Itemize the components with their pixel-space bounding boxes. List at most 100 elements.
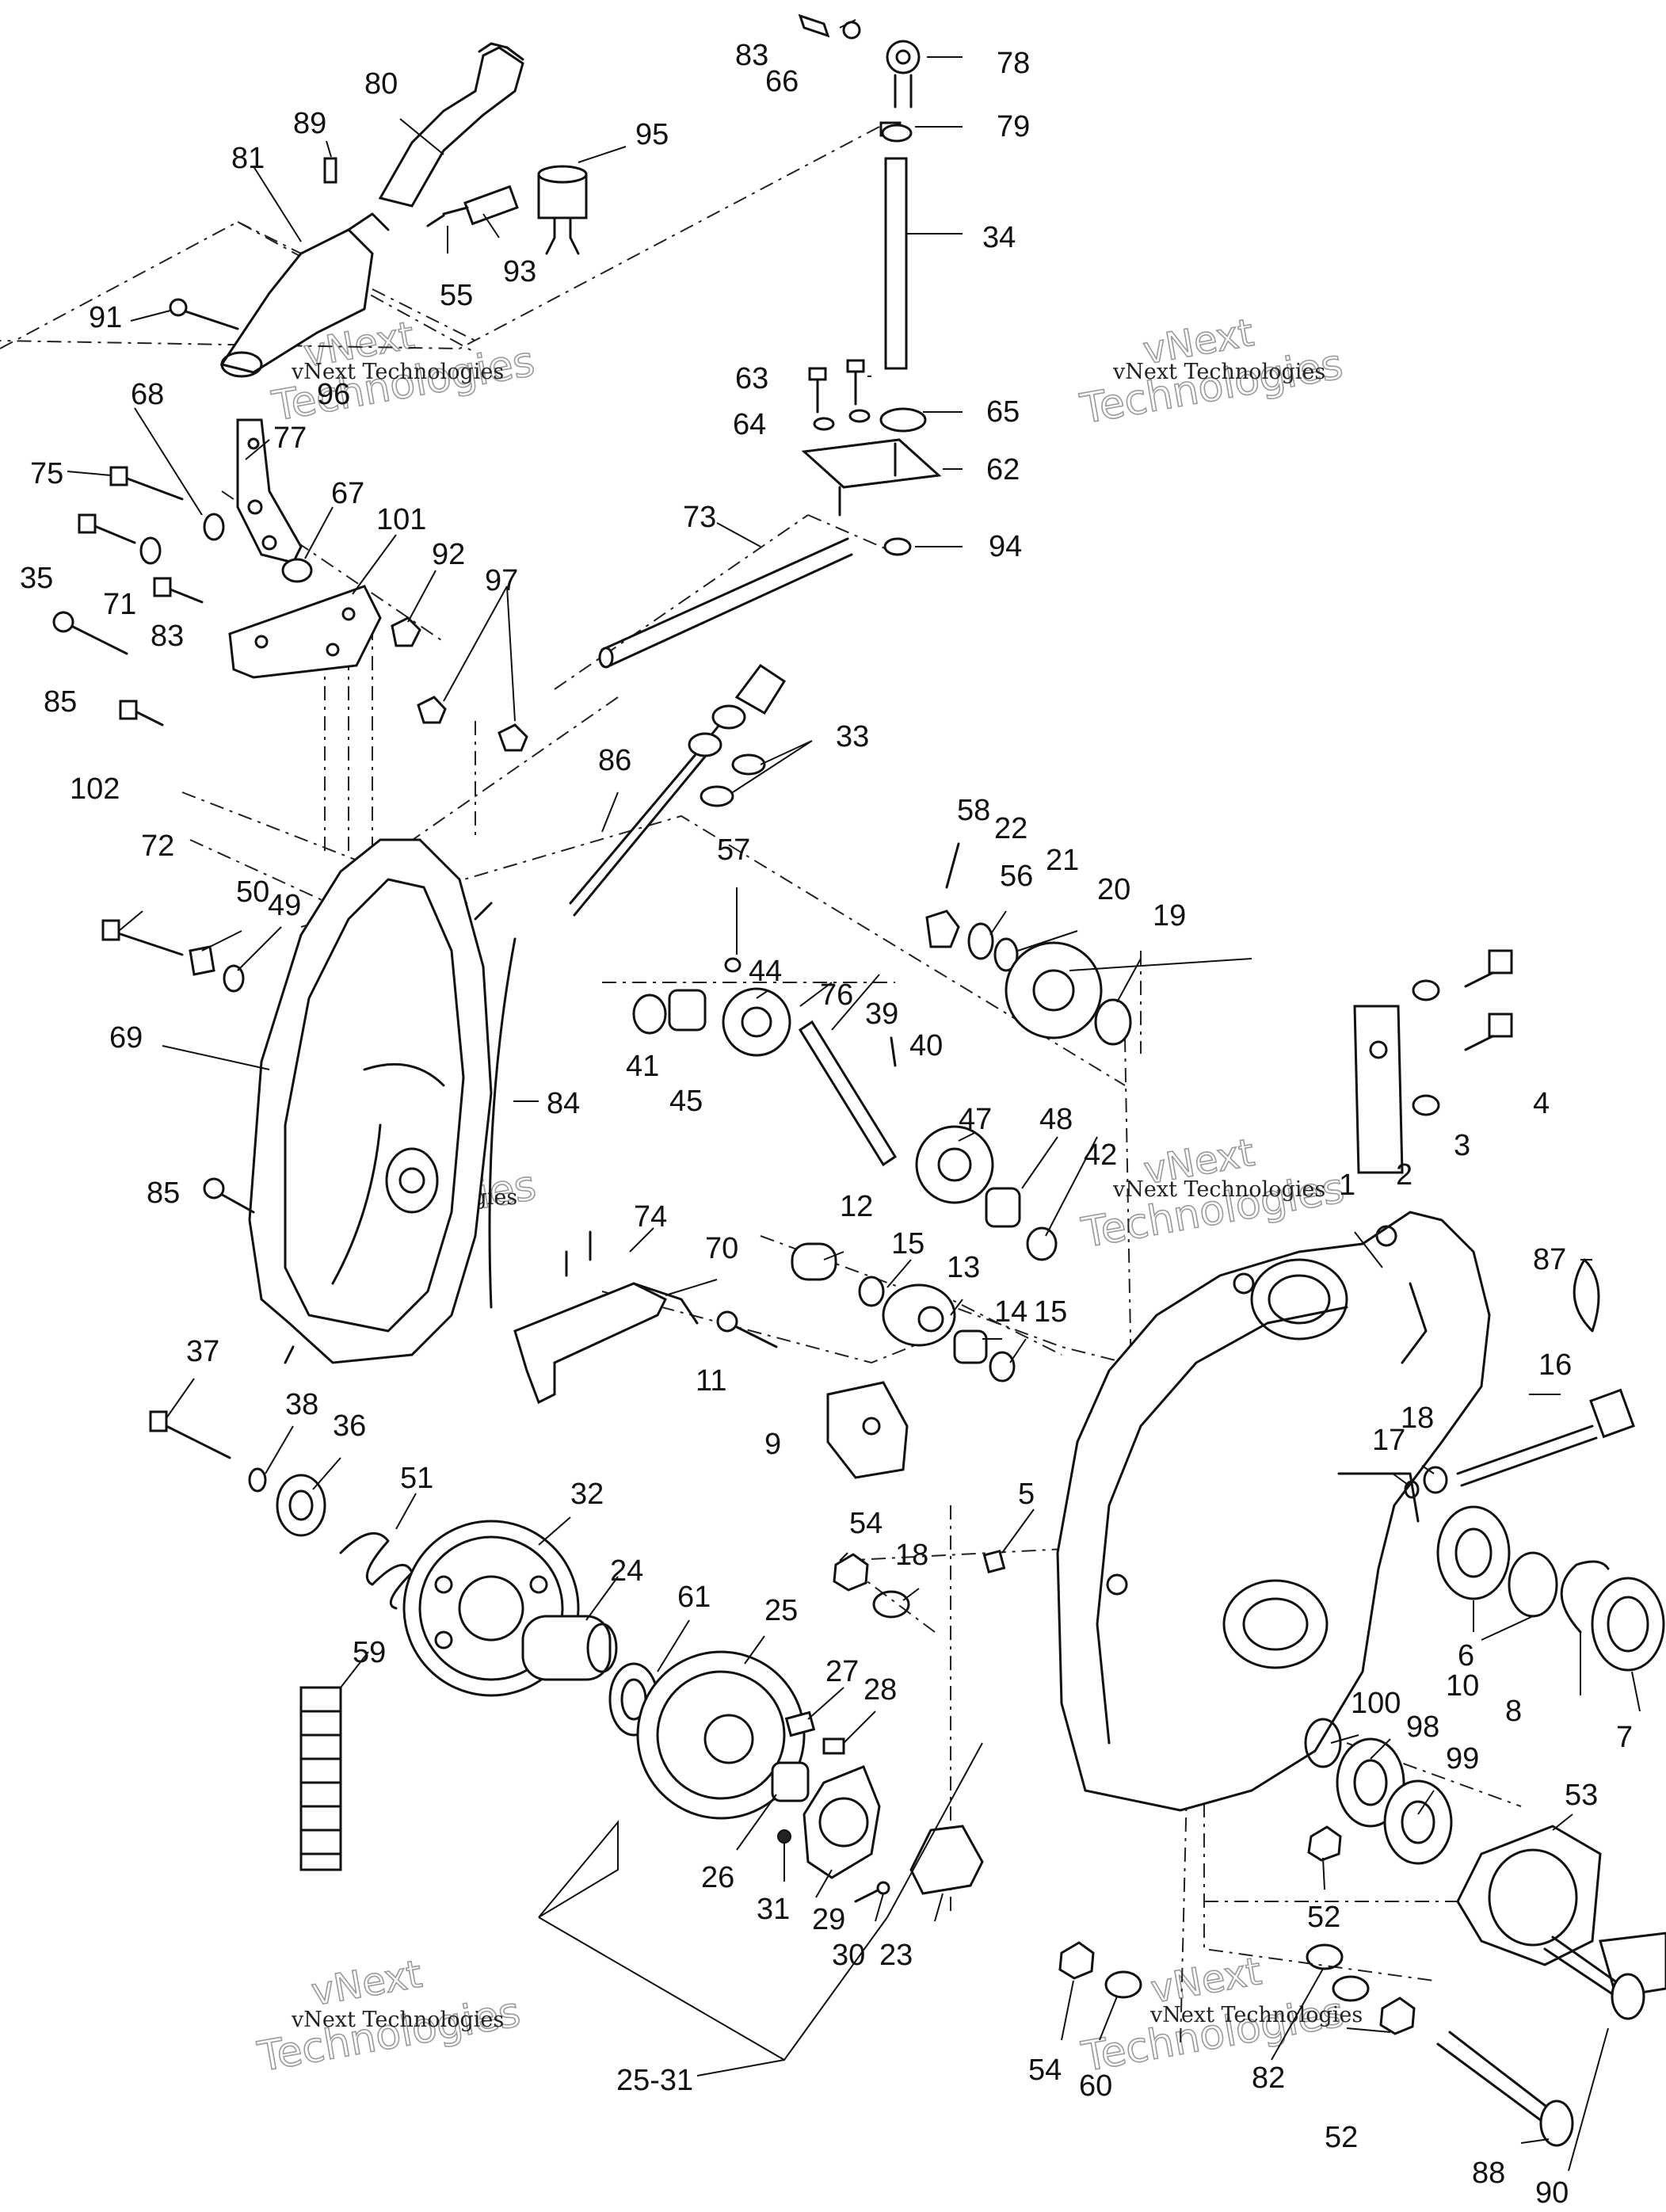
cable-86 bbox=[569, 663, 787, 917]
callout-54: 54 bbox=[849, 1507, 883, 1540]
cone-23 bbox=[909, 1825, 984, 1895]
callout-60: 60 bbox=[1079, 2069, 1112, 2103]
shift-fork-70 bbox=[513, 1282, 699, 1405]
callout-23: 23 bbox=[879, 1939, 913, 1972]
callout-13: 13 bbox=[947, 1251, 980, 1284]
shaft-39 bbox=[798, 1020, 898, 1167]
callout-48: 48 bbox=[1039, 1103, 1073, 1136]
callout-33: 33 bbox=[836, 720, 869, 753]
callout-18b: 18 bbox=[895, 1539, 928, 1572]
spring-28 bbox=[822, 1737, 845, 1755]
screw-30 bbox=[854, 1881, 890, 1903]
callout-71: 71 bbox=[103, 588, 136, 621]
bolt-72 bbox=[101, 919, 184, 956]
gear-47 bbox=[915, 1125, 994, 1204]
bolts-63 bbox=[808, 359, 865, 414]
washer-71 bbox=[139, 536, 162, 565]
callout-10: 10 bbox=[1446, 1669, 1479, 1703]
nut-54b bbox=[1058, 1941, 1095, 1980]
callout-97: 97 bbox=[485, 564, 518, 597]
callout-99: 99 bbox=[1446, 1742, 1479, 1775]
callout-21: 21 bbox=[1046, 844, 1079, 877]
callout-98: 98 bbox=[1406, 1710, 1439, 1744]
washer-17 bbox=[1404, 1480, 1420, 1499]
callout-16: 16 bbox=[1538, 1348, 1572, 1382]
callout-61: 61 bbox=[677, 1581, 711, 1614]
pin-40 bbox=[890, 1036, 897, 1067]
watermark-line1: vNext bbox=[308, 1952, 425, 2016]
callout-91: 91 bbox=[89, 301, 122, 334]
spring-51 bbox=[339, 1532, 414, 1610]
nut-94 bbox=[883, 537, 912, 556]
washers-64 bbox=[813, 409, 871, 431]
washer-15b bbox=[989, 1351, 1016, 1382]
callout-63: 63 bbox=[735, 362, 768, 395]
washer-42 bbox=[1026, 1226, 1058, 1261]
washer-18b bbox=[872, 1590, 910, 1619]
washer-15a bbox=[858, 1276, 885, 1307]
chaincase-cover-69 bbox=[248, 838, 493, 1364]
callout-22: 22 bbox=[994, 812, 1027, 845]
bearing-6 bbox=[1436, 1505, 1511, 1600]
callout-85: 85 bbox=[44, 685, 77, 719]
orings-33 bbox=[700, 753, 766, 807]
rod-73 bbox=[598, 537, 853, 669]
cover-plate-101 bbox=[228, 585, 382, 679]
callout-17: 17 bbox=[1372, 1424, 1405, 1457]
seal-7 bbox=[1591, 1577, 1665, 1672]
connector-95 bbox=[537, 165, 588, 255]
callout-11: 11 bbox=[696, 1364, 726, 1398]
callout-101: 101 bbox=[376, 503, 426, 536]
nut-92 bbox=[391, 616, 421, 647]
adjuster-screw-16 bbox=[1456, 1388, 1635, 1487]
callout-102: 102 bbox=[70, 772, 120, 806]
watermark-caption: vNext Technologies bbox=[1112, 360, 1325, 384]
callout-30: 30 bbox=[832, 1939, 865, 1972]
washer-21 bbox=[993, 937, 1019, 972]
callout-39: 39 bbox=[865, 997, 898, 1031]
callout-28: 28 bbox=[863, 1673, 897, 1707]
switch-93 bbox=[426, 185, 519, 227]
callout-100: 100 bbox=[1351, 1687, 1401, 1720]
callout-58: 58 bbox=[957, 794, 990, 827]
bracket-81 bbox=[219, 157, 390, 378]
bearing-48 bbox=[985, 1187, 1021, 1228]
nut-97a bbox=[417, 696, 447, 724]
callout-74: 74 bbox=[634, 1200, 667, 1234]
callout-79: 79 bbox=[997, 110, 1030, 143]
callout-52: 52 bbox=[1307, 1901, 1340, 1934]
watermark-caption: vNext Technologies bbox=[291, 360, 504, 384]
gear-20 bbox=[1005, 941, 1103, 1039]
callout-95: 95 bbox=[635, 118, 669, 151]
bolt-90 bbox=[1543, 1936, 1645, 2020]
washer-3 bbox=[1412, 979, 1440, 1116]
washer-56 bbox=[967, 922, 994, 960]
callout-4: 4 bbox=[1533, 1087, 1550, 1120]
callout-68: 68 bbox=[131, 378, 164, 411]
callout-38: 38 bbox=[285, 1388, 318, 1421]
callout-29: 29 bbox=[812, 1903, 845, 1936]
callout-78: 78 bbox=[997, 47, 1030, 80]
cotter-87 bbox=[1573, 1258, 1600, 1333]
callout-83b: 83 bbox=[151, 620, 184, 653]
washers-82 bbox=[1306, 1943, 1370, 2002]
callout-85b: 85 bbox=[147, 1177, 180, 1210]
spacer-12 bbox=[791, 1242, 837, 1281]
callout-93: 93 bbox=[503, 255, 536, 288]
nut-97b bbox=[498, 723, 528, 752]
callout-41: 41 bbox=[626, 1050, 659, 1083]
nut-52a bbox=[1307, 1825, 1342, 1862]
callout-3: 3 bbox=[1454, 1129, 1470, 1162]
washer-18 bbox=[1423, 1466, 1448, 1494]
callout-87: 87 bbox=[1533, 1243, 1566, 1276]
callout-50: 50 bbox=[236, 875, 269, 909]
callout-52b: 52 bbox=[1325, 2121, 1358, 2154]
circlip-8 bbox=[1560, 1560, 1610, 1634]
callout-15: 15 bbox=[891, 1227, 924, 1260]
watermark-caption: vNext Technologies bbox=[1112, 1177, 1325, 1202]
block-9 bbox=[826, 1381, 909, 1479]
callout-66: 66 bbox=[765, 65, 799, 98]
bolt-35 bbox=[78, 513, 136, 544]
plate-62 bbox=[801, 438, 942, 517]
washer-60 bbox=[1104, 1970, 1142, 1999]
